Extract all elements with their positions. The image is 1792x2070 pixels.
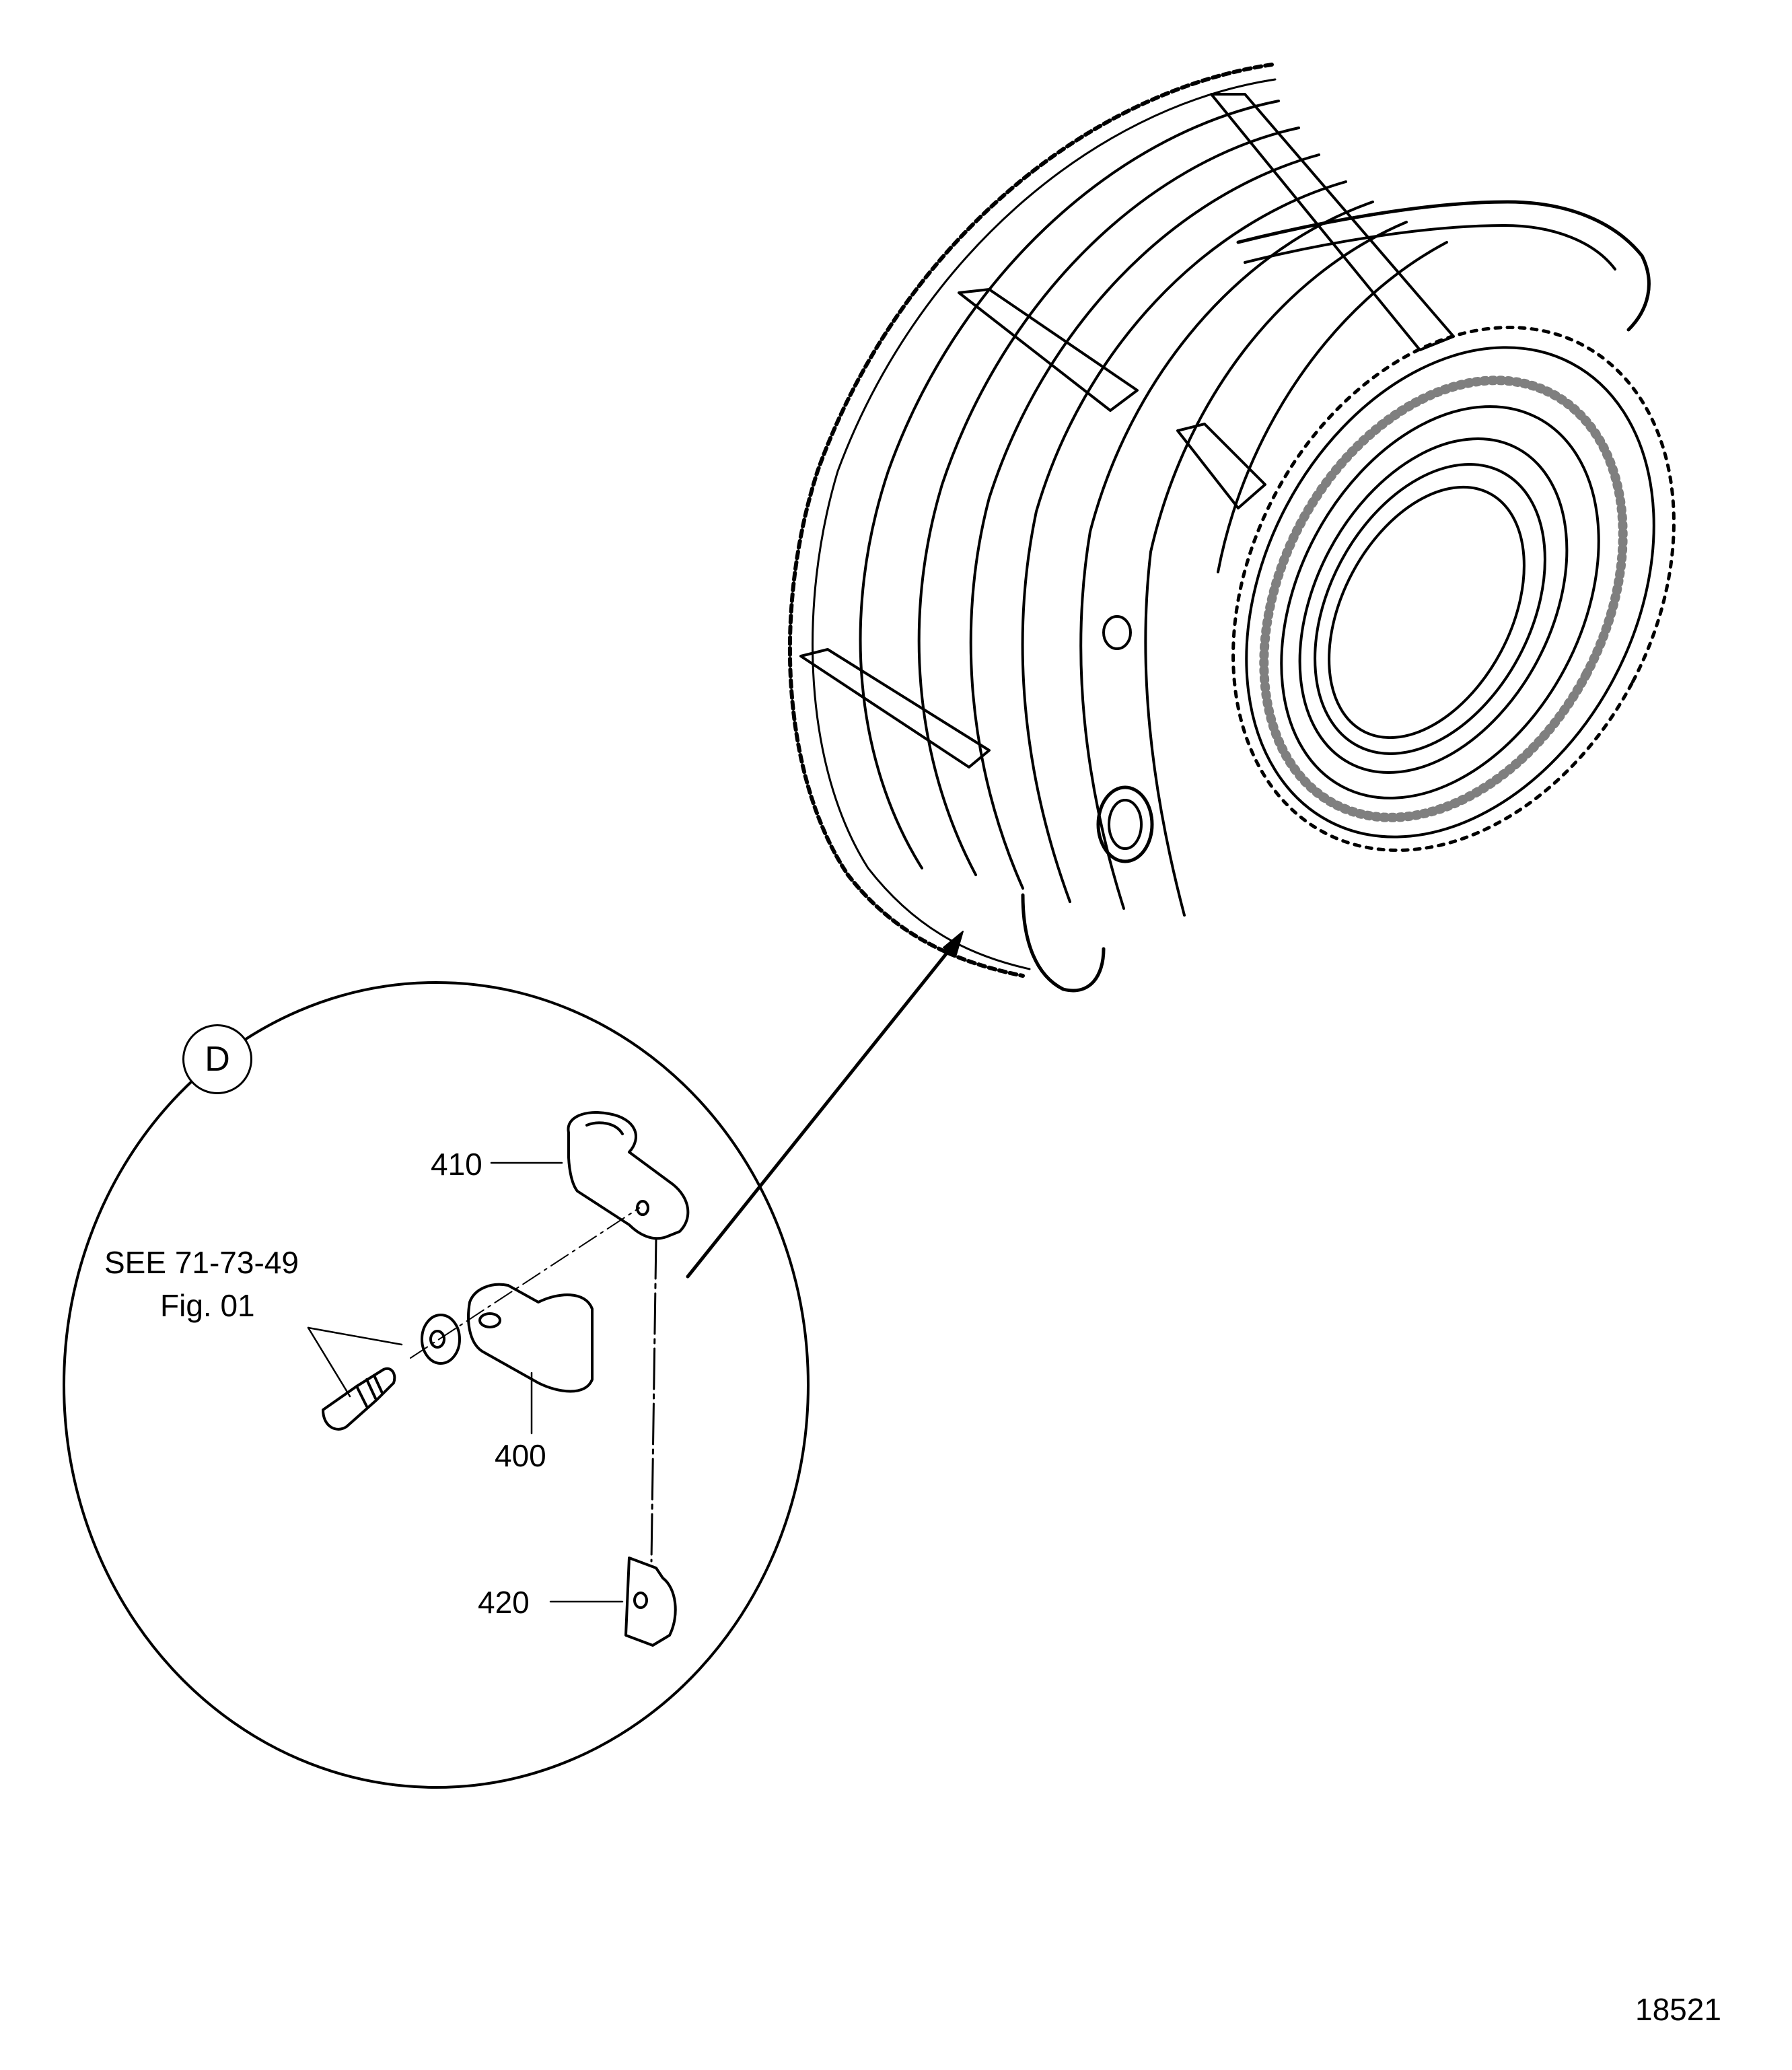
clamp-400: [467, 1283, 594, 1393]
leader-lines: [307, 1162, 624, 1603]
reference-see-note: SEE 71-73-49: [104, 1245, 299, 1280]
lower-pipe: [1021, 893, 1106, 993]
callout-420: 420: [478, 1585, 530, 1620]
mid-bracket-left: [958, 288, 1139, 412]
exhaust-flange-outer: [1231, 326, 1676, 852]
figure-number: 18521: [1635, 1992, 1721, 2027]
top-manifold: [1236, 200, 1651, 332]
front-flange-inner: [812, 78, 1277, 970]
port-fitting: [1096, 785, 1154, 863]
exhaust-vanes: [1259, 376, 1628, 822]
detail-pointer-arrow: [686, 931, 964, 1279]
detail-view-circle: [63, 981, 810, 1789]
washer: [421, 1314, 461, 1365]
reference-figure: Fig. 01: [160, 1288, 255, 1323]
exhaust-flange-inner: [1245, 346, 1655, 838]
callout-410: 410: [431, 1147, 482, 1182]
exhaust-inner-liner: [1298, 437, 1569, 774]
callout-400: 400: [495, 1438, 546, 1473]
engine-assembly-drawing: [787, 63, 1676, 993]
clamp-410: [567, 1111, 690, 1240]
front-flange-outer: [787, 63, 1274, 978]
detail-badge-d: D: [182, 1024, 252, 1094]
lower-bracket: [799, 648, 991, 769]
nut-plate-420: [624, 1557, 677, 1647]
bolt: [322, 1367, 396, 1431]
mid-bracket-right: [1176, 423, 1266, 509]
mount-hole: [1102, 615, 1132, 650]
detail-parts-drawing: [322, 1111, 690, 1647]
